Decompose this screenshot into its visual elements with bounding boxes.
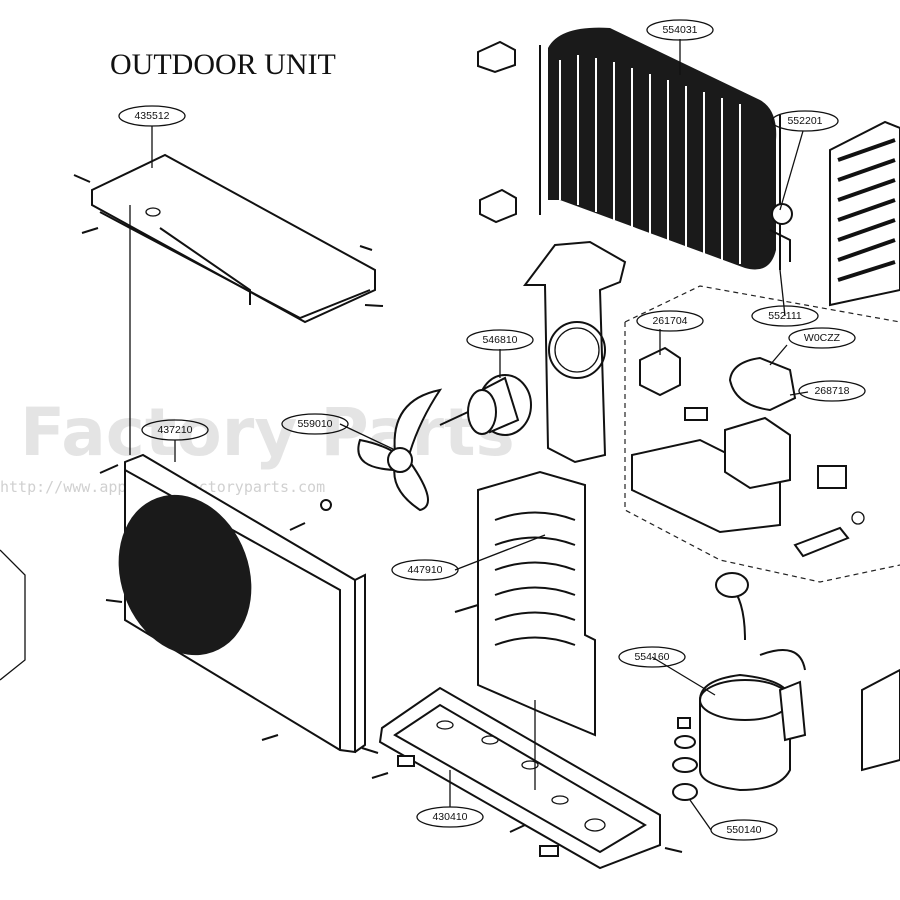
label-fan-blade: 559010 [281,413,349,435]
label-text: 550140 [726,824,761,836]
label-motor-bracket: 447910 [391,559,459,581]
partition-bracket-part [454,470,596,737]
label-text: 261704 [652,315,687,327]
fan-motor-part [439,374,532,436]
service-valve-part [861,668,900,772]
label-capacitor: W0CZZ [788,327,856,349]
compressor-part [672,572,807,801]
label-text: 559010 [297,418,332,430]
label-condenser-coil: 554031 [646,19,714,41]
fan-blade-part [320,388,443,512]
label-text: 552201 [787,115,822,127]
label-text: 552111 [768,310,802,322]
label-text: 554031 [662,24,697,36]
motor-support-part [523,240,627,464]
watermark-text: Factory Parts [20,394,515,471]
label-top-cover: 435512 [118,105,186,127]
label-sensor-wire: 552111 [751,305,819,327]
label-text: 554160 [634,651,669,663]
diagram-title: OUTDOOR UNIT [110,48,336,81]
label-terminal-block: 261704 [636,310,704,332]
label-base-pan: 430410 [416,806,484,828]
label-text: 268718 [814,385,849,397]
label-text: 447910 [407,564,442,576]
front-panel-part [99,453,379,754]
label-front-grille: 437210 [141,419,209,441]
label-text: 430410 [432,811,467,823]
label-text: 546810 [482,334,517,346]
part-labels: 435512 554031 552201 552111 W0CZZ 261704… [118,19,866,841]
top-cover-part [73,153,384,324]
label-text: W0CZZ [804,332,841,344]
label-sensor-clip: 552201 [771,110,839,132]
control-box-region [624,285,900,583]
leader-lines [129,39,809,831]
label-text: 435512 [134,110,169,122]
label-rubber-mount: 550140 [710,819,778,841]
base-pan-part [371,686,683,870]
condenser-coil-part [477,27,900,307]
side-panel-part [0,549,26,681]
label-compressor: 554160 [618,646,686,668]
label-text: 437210 [157,424,192,436]
label-fan-motor: 546810 [466,329,534,351]
label-capacitor-bracket: 268718 [798,380,866,402]
